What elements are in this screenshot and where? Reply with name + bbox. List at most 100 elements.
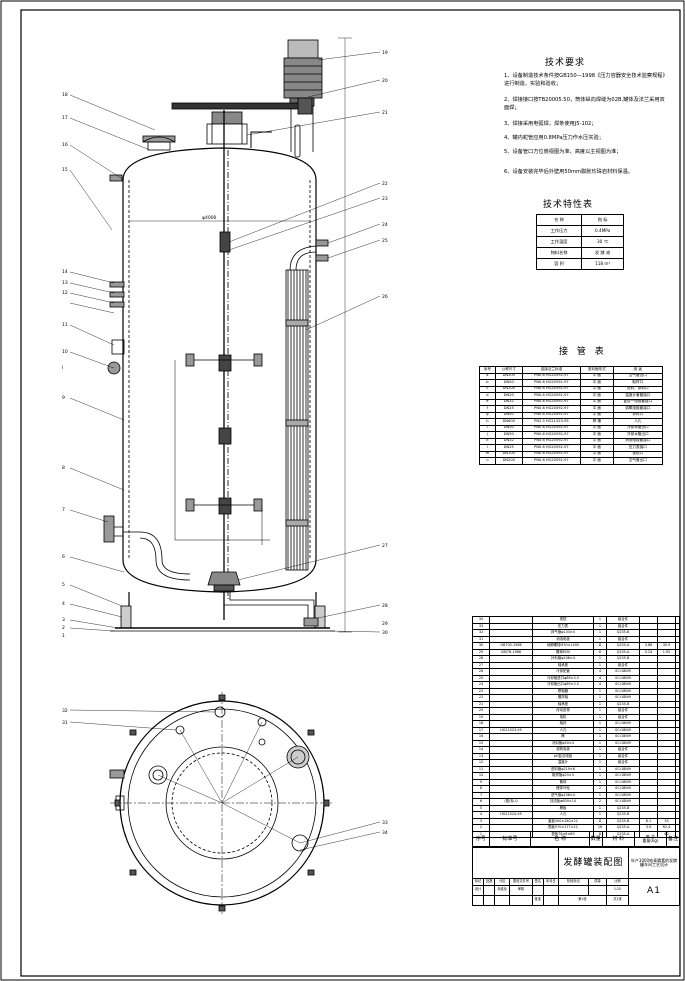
elevation-view [69,37,381,633]
belt-drive [171,102,303,110]
part-label-25: 25 [382,238,388,244]
tech-req-6: 6、设备安装完毕后外壁用50mm膨胀珍珠岩材料保温。 [504,169,633,175]
part-label-28: 28 [382,603,388,609]
drawing-number: A1 [628,878,680,906]
plan-label-32: 32 [62,708,68,714]
part-label-13: 13 [62,280,68,286]
nozzle-header-row: 序号 公称尺寸 连接法兰标准 密封面形式 用 途 [479,366,664,374]
diameter-dimension: φ4000 [202,215,217,221]
part-label-4: 4 [62,601,65,607]
part-label-3: 3 [62,617,65,623]
scale-value: 1:25 [606,884,629,896]
tech-spec-row: 物料名称 [535,247,583,259]
plan-label-31: 31 [62,720,68,726]
project-name: 年产3000吨青霉素的发酵罐车间工艺设计 [628,847,680,879]
title-block: 发酵罐装配图 年产3000吨青霉素的发酵罐车间工艺设计 标记 处数 分区 更改文… [471,847,680,906]
part-label-15: 15 [62,167,68,173]
part-label-8: 8 [62,465,65,471]
part-label-19: 19 [382,50,388,56]
part-label-16: 16 [62,142,68,148]
part-label-11: 11 [62,322,68,328]
part-label-7: 7 [62,507,65,513]
drawing-name: 发酵罐装配图 [557,847,630,879]
plan-label-33: 33 [382,820,388,826]
part-label-30: 30 [382,630,388,636]
part-label-17: 17 [62,115,68,121]
inner-frame [20,9,681,977]
bom-header: 序号 标准号 名 称 数量 材 料 单 总重量(kg) 备注 [472,831,681,847]
part-label-26: 26 [382,294,388,300]
part-label-6: 6 [62,554,65,560]
part-label-20: 20 [382,78,388,84]
tech-spec-header: 名 称 [535,214,583,226]
plan-view [69,692,381,914]
part-label-27: 27 [382,543,388,549]
sheet-count: 共1张 [606,894,629,906]
nozzle-table-title: 接 管 表 [559,347,607,357]
tech-req-1: 1、设备制造技术条件按GB150—1998《压力容器安全技术监察规程》进行制造，… [504,73,668,87]
tech-req-3: 3、焊接采用电弧焊，焊条使用J5-102； [504,121,597,127]
tech-req-4: 4、罐内蛇管应用0.8MPa压力作水压实验； [504,135,604,141]
section-mark: I [62,365,63,371]
part-label-22: 22 [382,181,388,187]
cooling-coil [285,245,317,571]
plan-label-34: 34 [382,830,388,836]
part-label-24: 24 [382,222,388,228]
tech-spec-row: 容 积 [535,258,583,270]
part-label-18: 18 [62,92,68,98]
motor [287,39,319,59]
part-label-21: 21 [382,110,388,116]
sheet-number: 第1张 [557,894,608,906]
tech-req-5: 5、设备管口方位俯视图为准，高度以主视图为准； [504,149,622,155]
part-label-2: 2 [62,625,65,631]
tech-spec-row: 工作压力 [535,225,583,237]
tech-spec-row: 工作温度 [535,236,583,248]
part-label-14: 14 [62,269,68,275]
part-label-23: 23 [382,196,388,202]
part-label-29: 29 [382,621,388,627]
tech-req-2: 2、焊接接口按TB20005.50，筒体纵向焊缝为02B,罐体及法兰采用双面焊； [504,97,665,111]
part-label-1: 1 [62,633,65,639]
part-label-5: 5 [62,582,65,588]
part-label-10: 10 [62,349,68,355]
part-label-9: 9 [62,395,65,401]
